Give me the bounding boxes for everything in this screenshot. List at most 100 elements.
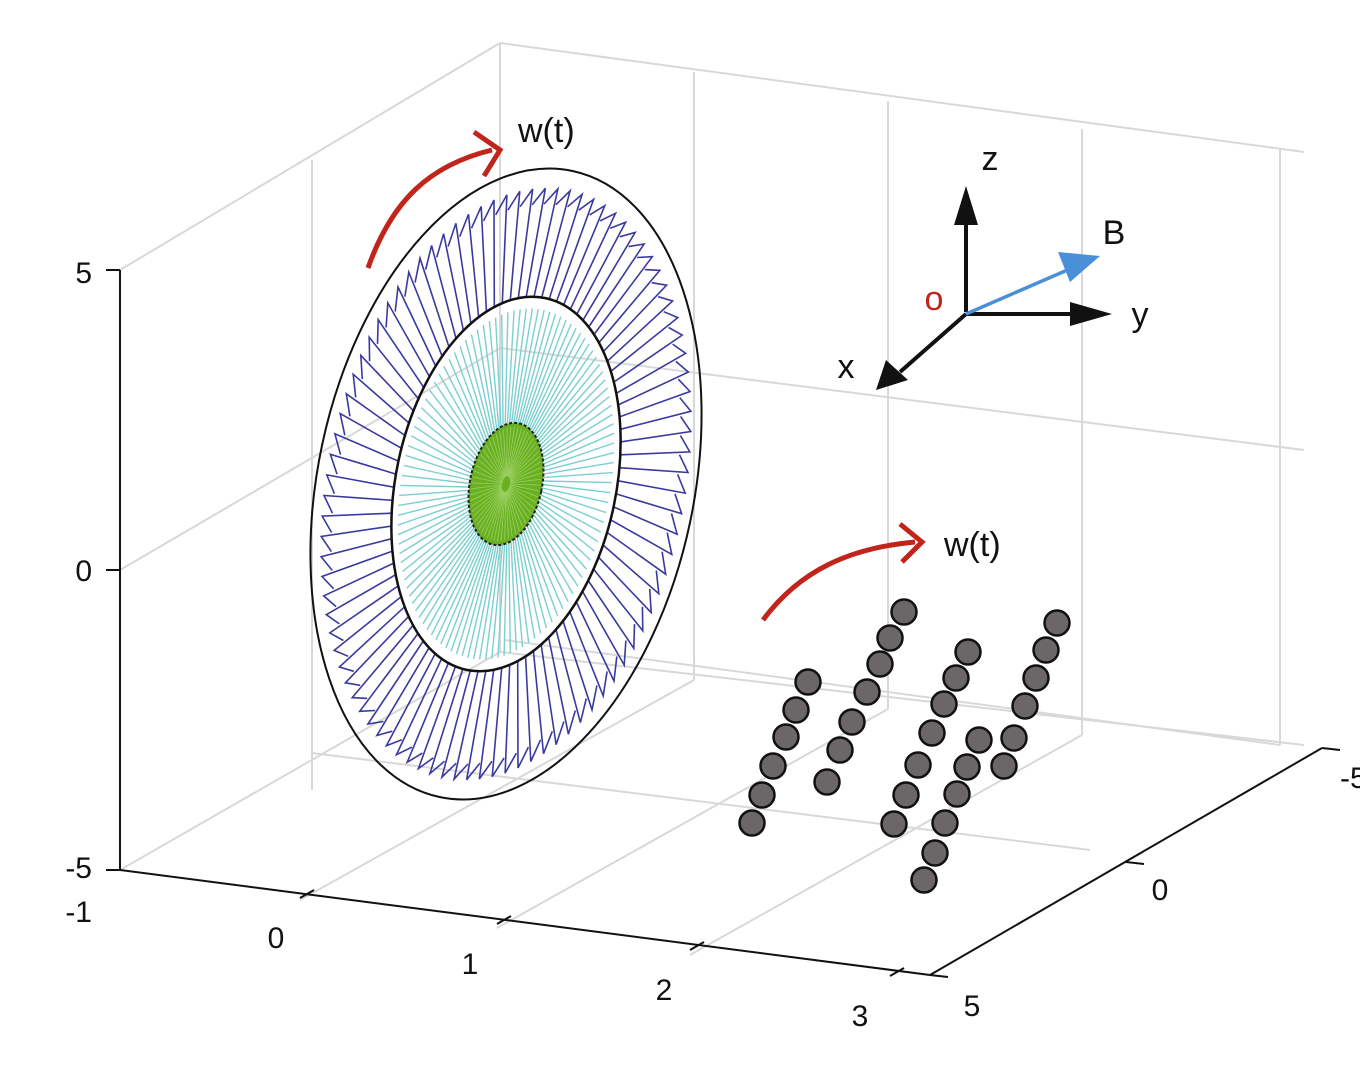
- x-axis-ticks: -1 0 1 2 3: [65, 896, 868, 1033]
- outer-vector: [435, 233, 465, 331]
- inner-vector: [411, 527, 475, 605]
- inner-vector: [424, 398, 478, 458]
- outer-vector: [582, 231, 637, 321]
- inner-vector: [519, 311, 551, 424]
- outer-vector: [540, 644, 565, 745]
- sphere: [942, 664, 970, 692]
- sphere: [1043, 609, 1071, 637]
- sphere: [794, 668, 822, 696]
- outer-vector: [587, 580, 636, 651]
- sphere: [748, 781, 776, 809]
- inner-vector: [397, 496, 469, 516]
- inner-vector: [473, 544, 497, 660]
- outer-vector: [345, 392, 406, 437]
- inner-vector: [530, 332, 582, 431]
- inner-vector: [535, 507, 591, 561]
- inner-vector: [543, 461, 614, 475]
- core-vector: [470, 484, 502, 490]
- outer-vector: [350, 624, 414, 700]
- core-vector: [508, 487, 532, 514]
- outer-vector: [504, 664, 517, 774]
- y-tick-5: 5: [964, 990, 981, 1023]
- outer-vector: [320, 512, 392, 533]
- core-vector: [477, 459, 504, 482]
- outer-vector: [394, 658, 443, 757]
- inner-vector: [540, 387, 609, 450]
- grid-line: [499, 42, 1305, 153]
- sphere: [954, 638, 982, 666]
- inner-vector: [482, 324, 498, 430]
- sphere: [965, 726, 993, 754]
- core-vector: [510, 472, 542, 483]
- sphere: [782, 696, 810, 724]
- outer-vector: [440, 670, 472, 780]
- outer-vector: [352, 372, 410, 424]
- grid-line: [119, 42, 501, 271]
- core-vector: [509, 446, 538, 479]
- inner-vector: [512, 539, 524, 648]
- inner-vector: [520, 532, 548, 629]
- outer-vector: [610, 310, 680, 373]
- sphere: [990, 752, 1018, 780]
- inner-vector: [524, 527, 559, 616]
- inner-vector: [532, 514, 583, 579]
- axis-box: [106, 269, 1341, 978]
- outer-vector: [424, 245, 457, 339]
- inner-vector: [504, 312, 509, 425]
- outer-vector: [598, 268, 662, 344]
- inner-vector: [408, 444, 472, 474]
- inner-vector: [397, 503, 469, 536]
- outer-vector: [617, 474, 687, 495]
- inner-vector: [397, 500, 469, 526]
- coordinate-triad: z B y x o: [838, 140, 1149, 390]
- inner-vector: [435, 539, 484, 641]
- inner-vector: [410, 435, 473, 471]
- rotation-arrow-disk: w(t): [365, 112, 575, 269]
- sphere: [772, 723, 800, 751]
- inner-vector: [400, 513, 471, 564]
- outer-vector: [555, 629, 588, 723]
- triad-x-arrowhead: [876, 360, 908, 390]
- tick-mark: [689, 941, 705, 951]
- outer-vector: [428, 668, 464, 777]
- sphere: [1032, 636, 1060, 664]
- sphere: [890, 598, 918, 626]
- triad-origin-label: o: [925, 280, 944, 318]
- x-tick-3: 3: [852, 1000, 869, 1033]
- inner-vector: [540, 494, 604, 524]
- sphere: [813, 768, 841, 796]
- inner-vector: [426, 535, 481, 630]
- inner-vector: [401, 474, 470, 485]
- grid-line: [689, 734, 1083, 956]
- core-vector: [485, 444, 505, 479]
- inner-vector: [433, 381, 481, 451]
- core-vector: [481, 490, 504, 534]
- outer-vector: [319, 525, 392, 553]
- outer-vector: [447, 223, 472, 324]
- triad-y-arrowhead: [1070, 302, 1112, 326]
- y-tick-0: 0: [1152, 874, 1169, 907]
- triad-z-label: z: [982, 140, 999, 178]
- sphere: [931, 809, 959, 837]
- outer-vector: [325, 473, 395, 494]
- rotation-label-disk: w(t): [517, 112, 575, 150]
- core-vector: [509, 484, 540, 492]
- outer-vector: [405, 662, 450, 765]
- core-vector: [482, 449, 504, 480]
- core-vector: [507, 489, 523, 528]
- sphere: [892, 781, 920, 809]
- core-vector: [510, 467, 542, 482]
- tick-mark: [496, 915, 512, 925]
- inner-vector: [421, 407, 477, 461]
- grid-line: [496, 708, 889, 929]
- inner-vector: [521, 313, 557, 425]
- inner-vector: [514, 538, 530, 644]
- core-vector: [510, 483, 541, 486]
- sphere: [866, 650, 894, 678]
- tick-mark: [1321, 747, 1341, 751]
- inner-vector: [470, 334, 494, 434]
- inner-vector: [406, 521, 473, 589]
- inner-vector: [491, 544, 504, 659]
- tick-mark: [889, 967, 905, 977]
- core-vector: [503, 429, 507, 477]
